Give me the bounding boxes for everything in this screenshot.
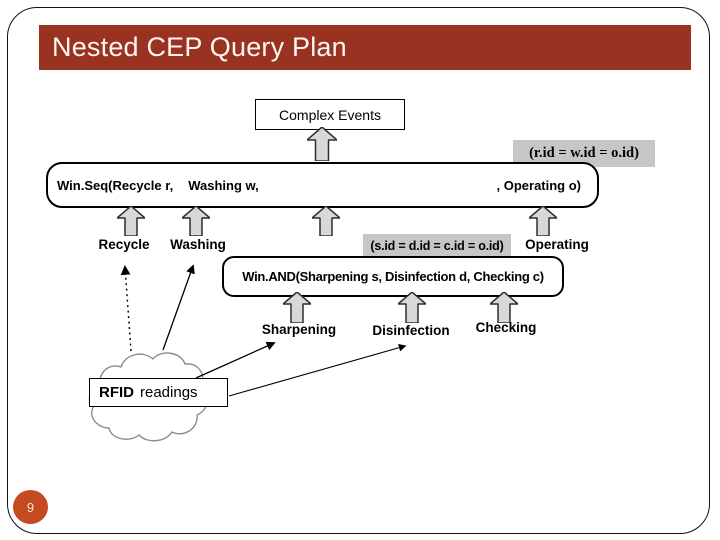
page-title: Nested CEP Query Plan <box>52 32 347 62</box>
winseq-text-suffix: , Operating o) <box>496 177 582 193</box>
up-arrow-icon <box>283 292 311 323</box>
slide-border <box>7 7 710 534</box>
rfid-label-rest: readings <box>140 384 198 401</box>
stream-label-disinfection: Disinfection <box>372 323 450 338</box>
page-number: 9 <box>26 499 35 515</box>
and-predicate-label: (s.id = d.id = c.id = o.id) <box>363 234 511 257</box>
title-bar: Nested CEP Query Plan <box>39 25 691 70</box>
stream-label-washing: Washing <box>170 237 226 252</box>
up-arrow-icon <box>312 206 340 236</box>
winand-text: Win.AND(Sharpening s, Disinfection d, Ch… <box>242 269 544 284</box>
up-arrow-icon <box>398 292 426 323</box>
complex-events-label: Complex Events <box>279 106 381 123</box>
up-arrow-icon <box>490 292 518 323</box>
page-number-badge: 9 <box>13 490 48 524</box>
winseq-text-prefix: Win.Seq(Recycle r, <box>57 177 174 193</box>
winseq-text-middle: Washing w, <box>188 177 259 193</box>
up-arrow-icon <box>117 206 145 236</box>
stream-label-operating: Operating <box>525 237 589 252</box>
up-arrow-icon <box>307 127 337 161</box>
stream-label-checking: Checking <box>475 320 537 335</box>
winand-operator-box: Win.AND(Sharpening s, Disinfection d, Ch… <box>222 256 564 297</box>
complex-events-box: Complex Events <box>255 99 405 130</box>
stream-label-sharpening: Sharpening <box>261 322 337 337</box>
rfid-readings-box: RFID readings <box>89 378 228 407</box>
winseq-operator-box: Win.Seq(Recycle r, Washing w, , Operatin… <box>46 162 599 208</box>
stream-label-recycle: Recycle <box>98 237 150 252</box>
up-arrow-icon <box>182 206 210 236</box>
rfid-label-bold: RFID <box>99 384 134 401</box>
up-arrow-icon <box>529 206 557 236</box>
